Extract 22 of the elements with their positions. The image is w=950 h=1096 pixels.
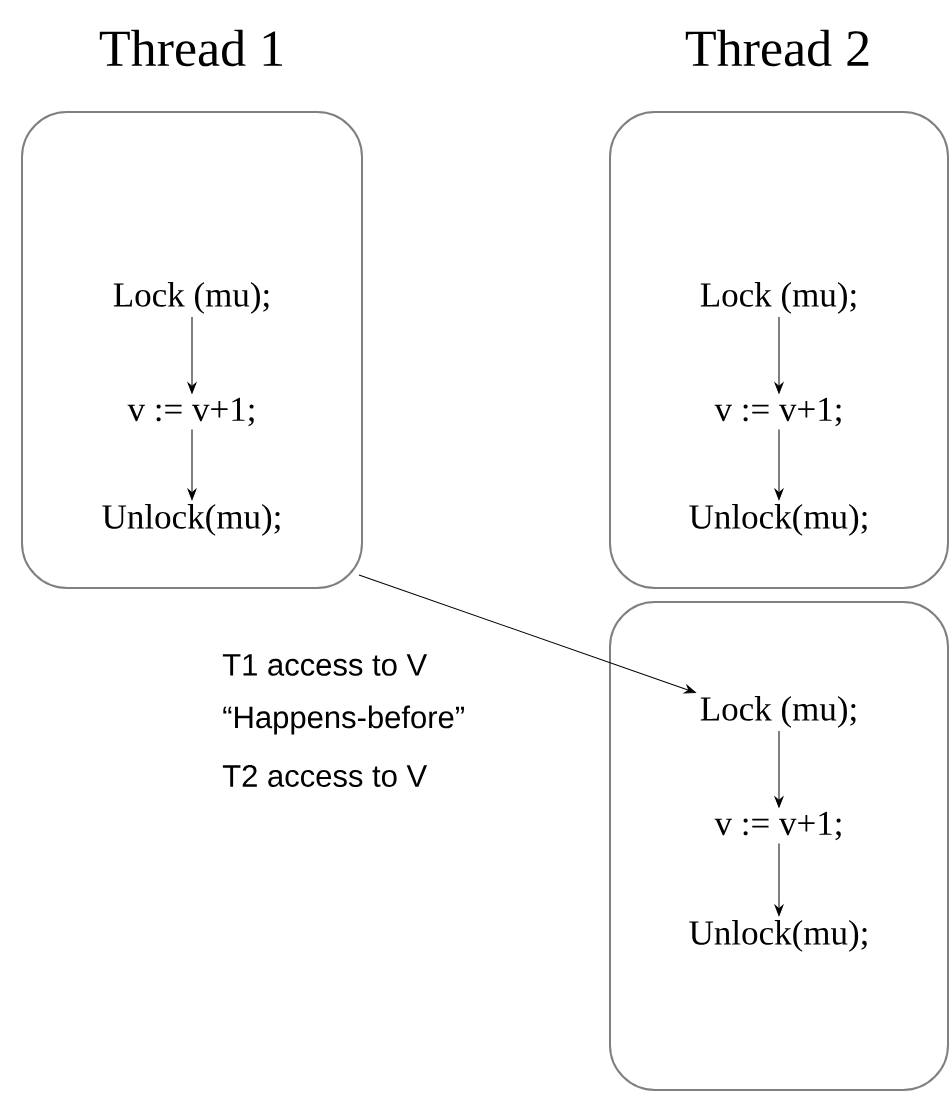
annotation-text: T1 access to V	[222, 654, 428, 676]
arrow	[187, 316, 197, 394]
statement-text: Lock (mu);	[700, 696, 856, 728]
arrow	[774, 842, 784, 917]
arrow	[358, 574, 696, 694]
statement-text: v := v+1;	[714, 397, 841, 427]
annotation-text: T2 access to V	[222, 765, 428, 787]
annotation-text: “Happens-before”	[223, 705, 464, 735]
statement-text: Unlock(mu);	[102, 504, 280, 536]
thread-box	[609, 601, 949, 1091]
statement-text: Lock (mu);	[113, 282, 269, 314]
statement-text: v := v+1;	[127, 397, 254, 427]
statement-text: Unlock(mu);	[689, 504, 867, 536]
statement-text: Lock (mu);	[700, 282, 856, 314]
node-label: Thread 1	[99, 29, 283, 67]
arrow	[774, 428, 784, 501]
arrow	[774, 730, 784, 808]
arrow	[774, 316, 784, 394]
statement-text: v := v+1;	[714, 811, 841, 841]
statement-text: Unlock(mu);	[689, 920, 867, 952]
arrow	[187, 428, 197, 501]
node-label: Thread 2	[685, 29, 869, 67]
